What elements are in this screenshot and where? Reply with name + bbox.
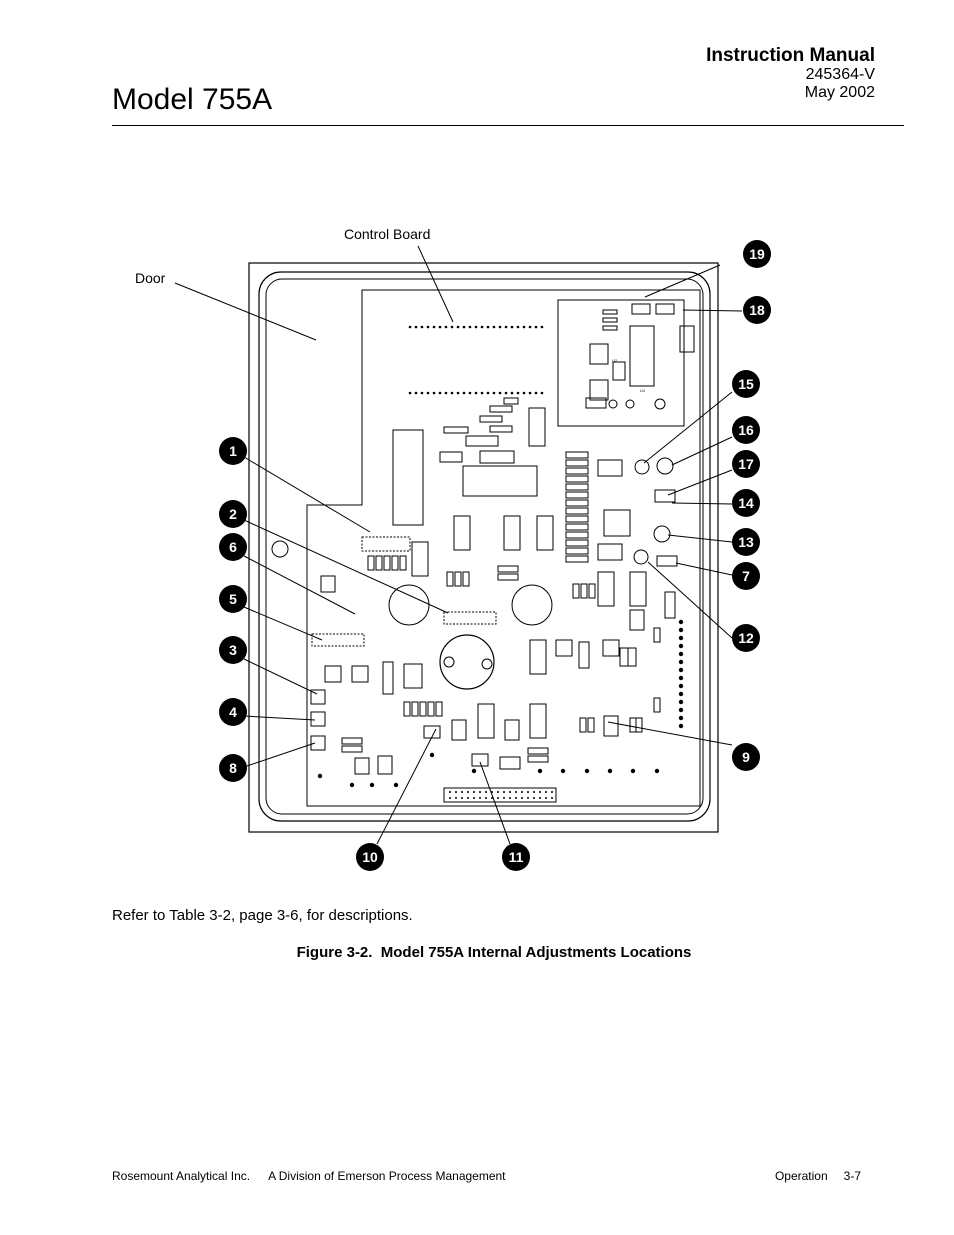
svg-text:13: 13	[738, 534, 754, 550]
pin-header-middle	[408, 391, 544, 395]
callout-18: 18	[743, 296, 771, 324]
svg-text:6: 6	[229, 539, 237, 555]
board-cutout-left	[388, 584, 430, 626]
refer-text: Refer to Table 3-2, page 3-6, for descri…	[112, 907, 413, 924]
svg-text:10: 10	[362, 849, 378, 865]
edge-connector-bottom	[443, 787, 557, 803]
footer-left: Rosemount Analytical Inc. A Division of E…	[112, 1169, 506, 1183]
figure-caption: Figure 3-2. Model 755A Internal Adjustme…	[296, 944, 692, 961]
footer-right: Operation 3-7	[775, 1169, 861, 1183]
control-board-outline	[306, 289, 701, 807]
doc-number: 245364-V	[805, 66, 875, 83]
side-connector-dots	[678, 619, 684, 729]
svg-text:17: 17	[738, 456, 754, 472]
callout-12: 12	[732, 624, 760, 652]
callout-9: 9	[732, 743, 760, 771]
mounting-dots-bottom	[317, 752, 660, 788]
svg-text:8: 8	[229, 760, 237, 776]
door-label: Door	[135, 270, 166, 286]
footer-company: Rosemount Analytical Inc.	[112, 1169, 251, 1183]
callout-13: 13	[732, 528, 760, 556]
display-meter	[439, 634, 495, 690]
svg-text:19: 19	[749, 246, 765, 262]
board-cutout-right	[511, 584, 553, 626]
adjustment-trimmers	[310, 457, 678, 770]
footer-division: A Division of Emerson Process Management	[268, 1169, 506, 1183]
callout-2: 2	[219, 500, 247, 528]
doc-date: May 2002	[804, 84, 875, 101]
header-rule	[112, 125, 904, 126]
daughter-board: U2 U1	[557, 299, 695, 427]
callout-5: 5	[219, 585, 247, 613]
svg-text:11: 11	[509, 849, 524, 865]
callout-4: 4	[219, 698, 247, 726]
callout-17: 17	[732, 450, 760, 478]
callout-11: 11	[502, 843, 530, 871]
resistor-bank	[341, 397, 661, 763]
callout-6: 6	[219, 533, 247, 561]
door-gasket-outer	[258, 271, 711, 822]
svg-text:18: 18	[749, 302, 765, 318]
meter-screw-left	[443, 656, 455, 668]
svg-text:9: 9	[742, 749, 750, 765]
svg-text:4: 4	[229, 704, 237, 720]
callout-14: 14	[732, 489, 760, 517]
callout-badges: 1 2 3 4 5 6 7 8 9 10 11 12 13 14 15 16 1…	[219, 240, 771, 871]
callout-1: 1	[219, 437, 247, 465]
svg-text:16: 16	[738, 422, 754, 438]
svg-text:2: 2	[229, 506, 237, 522]
callout-7: 7	[732, 562, 760, 590]
mounting-hole	[271, 540, 289, 558]
callout-8: 8	[219, 754, 247, 782]
footer-section: Operation	[774, 1169, 828, 1183]
enclosure-outline	[248, 262, 719, 833]
svg-text:U1: U1	[640, 388, 646, 393]
callout-16: 16	[732, 416, 760, 444]
svg-text:5: 5	[229, 591, 237, 607]
footer-page-number: 3-7	[843, 1169, 861, 1183]
svg-text:3: 3	[229, 642, 237, 658]
callout-10: 10	[356, 843, 384, 871]
meter-screw-right	[481, 658, 493, 670]
manual-block: Instruction Manual 245364-V May 2002	[706, 46, 875, 102]
svg-text:U2: U2	[612, 358, 618, 363]
callout-3: 3	[219, 636, 247, 664]
leader-lines	[174, 245, 743, 845]
svg-text:12: 12	[738, 630, 754, 646]
svg-text:14: 14	[738, 495, 754, 511]
integrated-circuits	[320, 407, 647, 775]
adjustment-pots	[311, 536, 497, 647]
control-board-label: Control Board	[344, 226, 430, 242]
manual-title: Instruction Manual	[706, 45, 875, 66]
svg-text:7: 7	[742, 568, 750, 584]
model-title: Model 755A	[112, 83, 273, 116]
callout-19: 19	[743, 240, 771, 268]
svg-text:1: 1	[229, 443, 237, 459]
callout-15: 15	[732, 370, 760, 398]
pin-header-top	[408, 325, 544, 329]
svg-text:15: 15	[738, 376, 754, 392]
door-gasket-inner	[265, 278, 704, 815]
